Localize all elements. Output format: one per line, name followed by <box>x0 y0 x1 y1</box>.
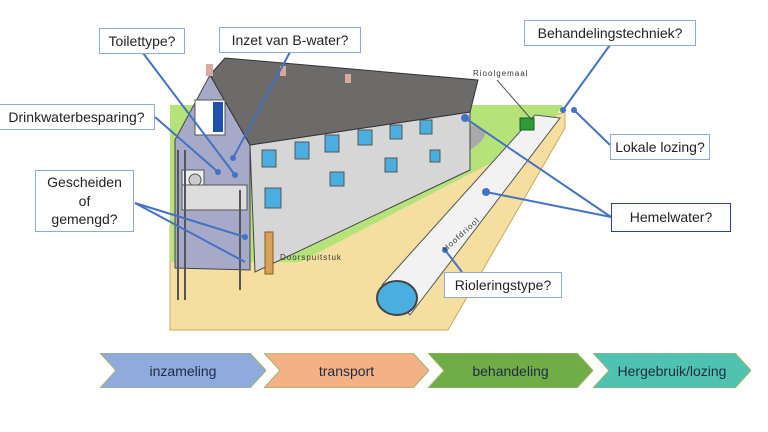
step-label: transport <box>318 362 375 379</box>
step-inzameling: inzameling <box>100 353 266 388</box>
step-label: Hergebruik/lozing <box>617 362 727 379</box>
step-transport: transport <box>264 353 429 388</box>
pipe-opening <box>376 280 418 316</box>
question-lokale-lozing: Lokale lozing? <box>610 134 710 160</box>
question-hemelwater: Hemelwater? <box>611 203 731 232</box>
step-behandeling: behandeling <box>428 353 593 388</box>
step-label: behandeling <box>472 362 549 379</box>
connector-lines <box>134 44 612 273</box>
question-gescheiden-gemengd: Gescheiden of gemengd? <box>35 170 134 232</box>
question-drinkwaterbesparing: Drinkwaterbesparing? <box>0 104 155 130</box>
question-rioleringstype: Rioleringstype? <box>444 272 562 298</box>
question-behandelingstechniek: Behandelingstechniek? <box>524 20 696 46</box>
house-roof <box>209 57 479 146</box>
step-hergebruik-lozing: Hergebruik/lozing <box>593 353 751 388</box>
question-toilettype: Toilettype? <box>99 28 185 54</box>
question-b-water: Inzet van B-water? <box>219 27 361 53</box>
label-rioolgemaal: Rioolgemaal <box>473 69 529 78</box>
label-doorspuitstuk: Doorspuitstuk <box>280 253 342 262</box>
step-label: inzameling <box>149 362 217 379</box>
